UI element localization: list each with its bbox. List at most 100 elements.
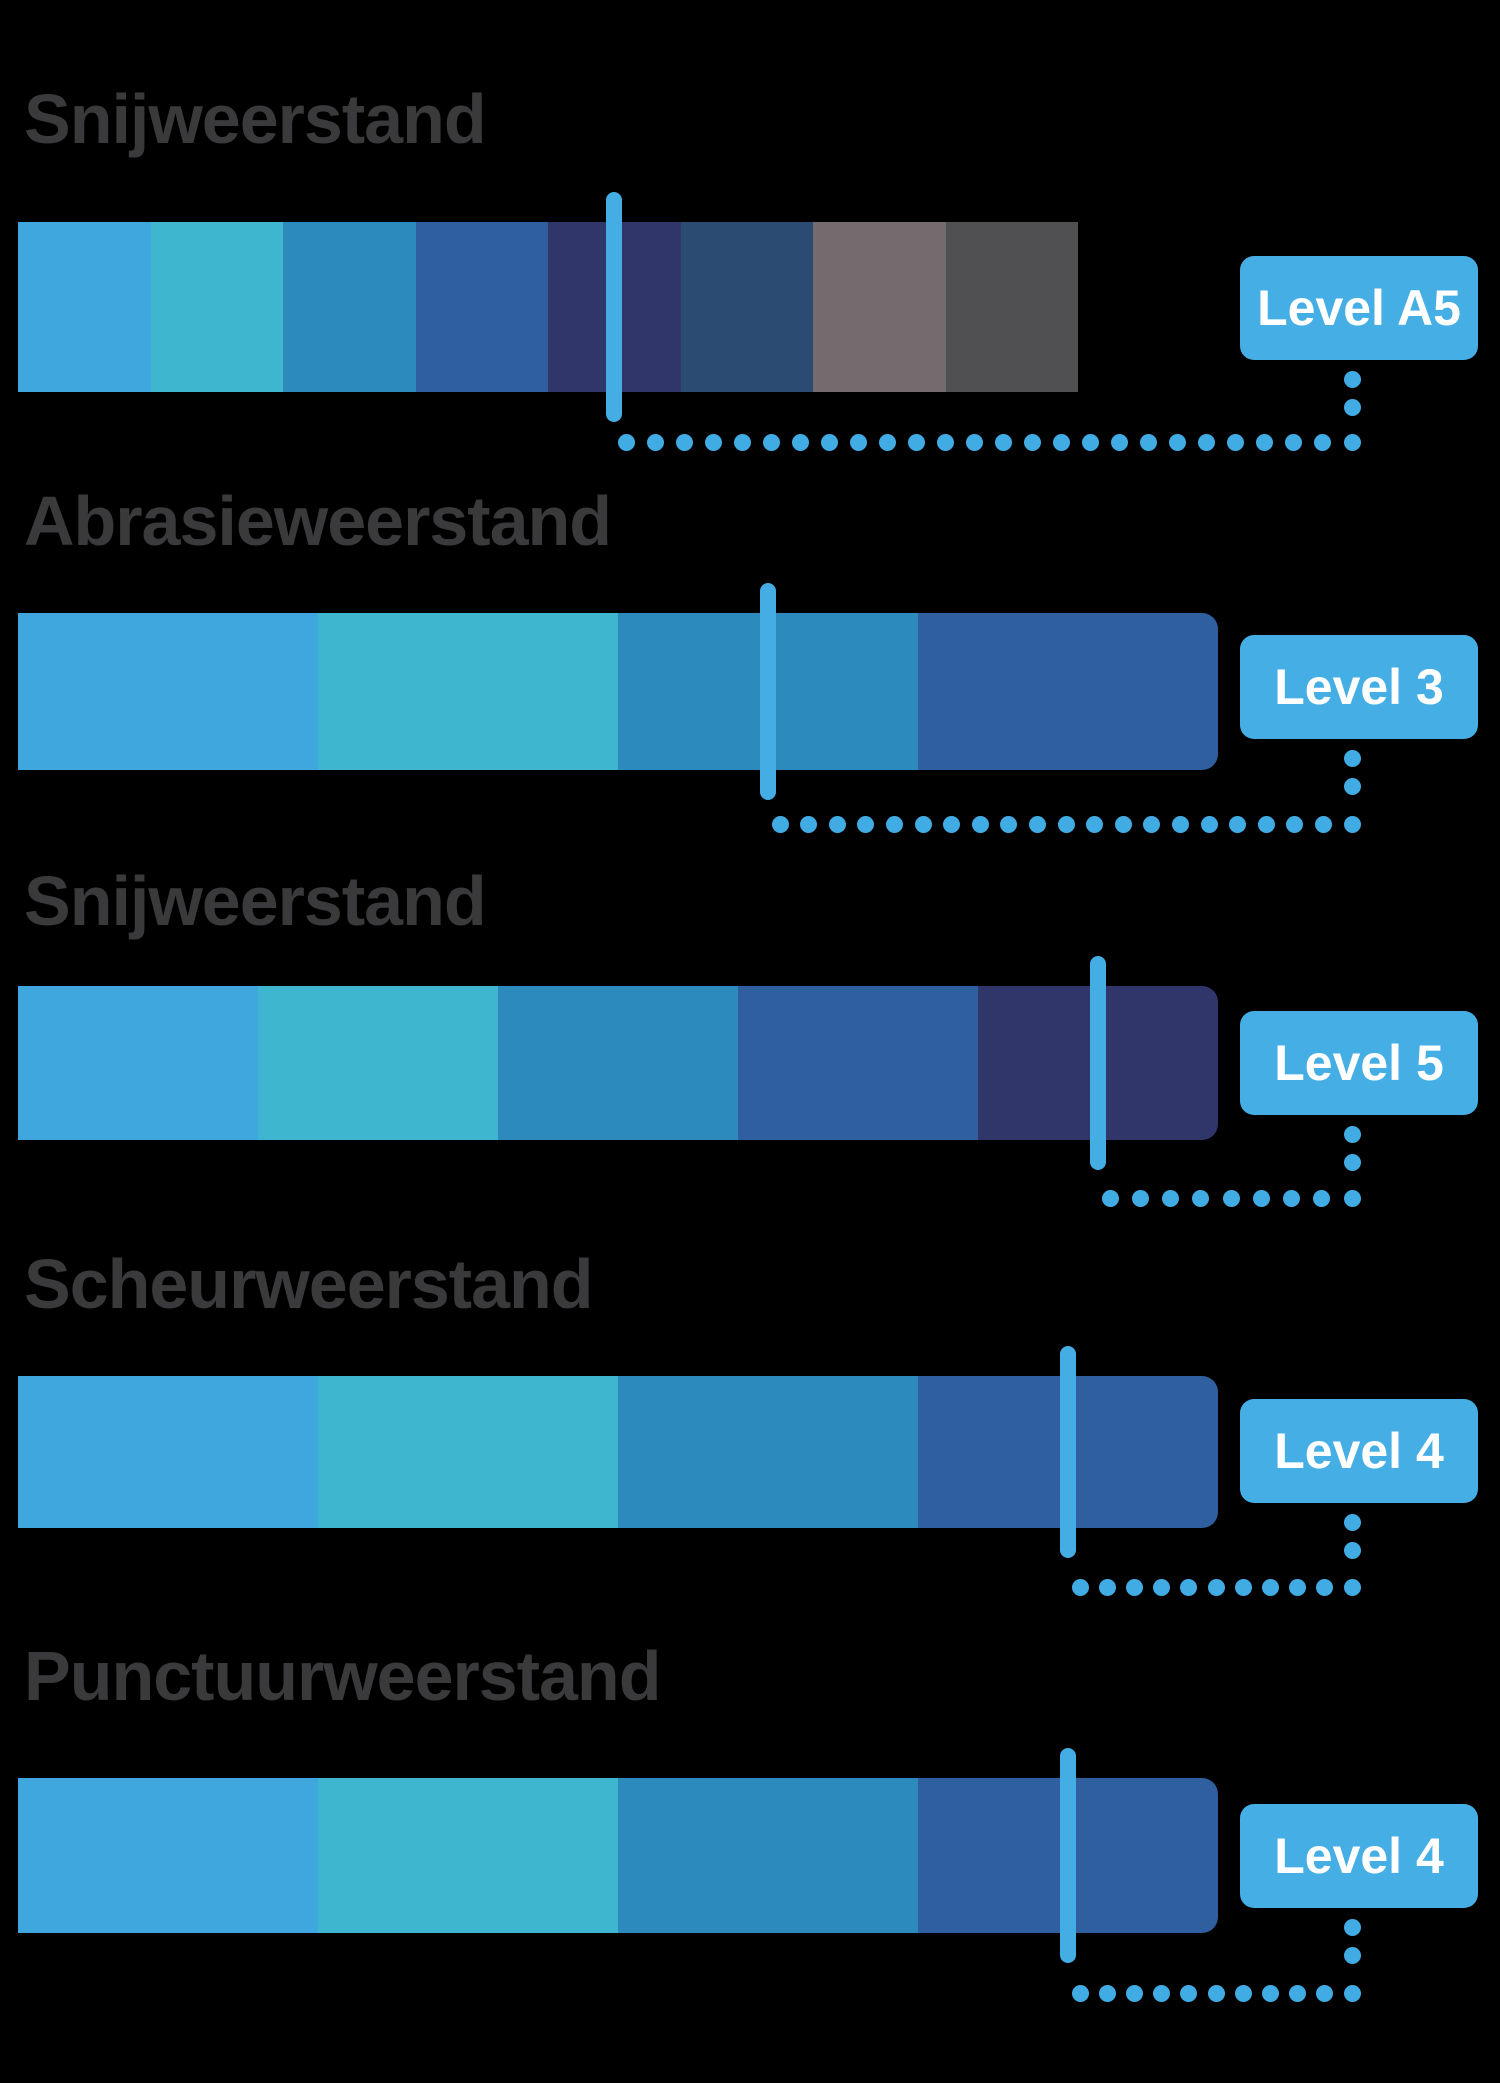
bar-segment	[918, 613, 1218, 770]
connector-dot	[1343, 777, 1361, 795]
connector-dot	[1343, 1513, 1361, 1531]
connector-dot	[1343, 1541, 1361, 1559]
connector-dot	[820, 433, 838, 451]
level-marker	[606, 192, 623, 422]
level-badge: Level 4	[1240, 1399, 1478, 1503]
connector-dot	[1207, 1984, 1225, 2002]
connector-dot	[1343, 1125, 1361, 1143]
row-title: Abrasieweerstand	[24, 482, 612, 560]
connector-dot	[1098, 1984, 1116, 2002]
connector-dot	[1180, 1984, 1198, 2002]
connector-dot	[1071, 1984, 1089, 2002]
bar-segment	[18, 986, 258, 1140]
connector-dot	[1180, 1578, 1198, 1596]
level-badge-label: Level 4	[1274, 1423, 1444, 1479]
connector-dot	[937, 433, 955, 451]
connector-dot	[849, 433, 867, 451]
bar-segment	[813, 222, 946, 392]
connector-dot	[1057, 815, 1075, 833]
bar-segment	[618, 1778, 918, 1933]
connector-dot	[995, 433, 1013, 451]
connector-dot	[1024, 433, 1042, 451]
connector-dot	[1316, 1578, 1334, 1596]
connector-dot	[1140, 433, 1158, 451]
connector-dot	[1171, 815, 1189, 833]
level-marker	[1060, 1346, 1076, 1558]
connector-dot	[1343, 1984, 1361, 2002]
connector-dot	[1286, 815, 1304, 833]
connector-dot	[1343, 433, 1361, 451]
connector-dot	[1131, 1189, 1149, 1207]
connector-dot	[1289, 1578, 1307, 1596]
connector-dot	[800, 815, 818, 833]
level-badge-label: Level 4	[1274, 1828, 1444, 1884]
connector-dot	[1227, 433, 1245, 451]
connector-dot	[1316, 1984, 1334, 2002]
level-marker	[760, 583, 776, 800]
bar-segment	[415, 222, 548, 392]
connector-dot	[857, 815, 875, 833]
connector-dot	[1343, 749, 1361, 767]
connector-dot	[885, 815, 903, 833]
row-title: Snijweerstand	[24, 80, 487, 158]
connector-dot	[1153, 1578, 1171, 1596]
connector-dot	[675, 433, 693, 451]
bar-segment	[318, 1778, 618, 1933]
connector-dot	[1343, 1578, 1361, 1596]
bar-segment	[18, 222, 151, 392]
level-marker	[1090, 956, 1106, 1170]
bar-segment	[283, 222, 416, 392]
connector-dot	[828, 815, 846, 833]
level-badge-label: Level 3	[1274, 659, 1444, 715]
connector-dot	[1343, 1918, 1361, 1936]
connector-dot	[1200, 815, 1218, 833]
connector-dot	[1114, 815, 1132, 833]
connector-dot	[1125, 1578, 1143, 1596]
level-bar	[18, 222, 1078, 392]
connector-dot	[1257, 815, 1275, 833]
connector-dot	[1101, 1189, 1119, 1207]
connector-dot	[914, 815, 932, 833]
connector-dot	[1143, 815, 1161, 833]
connector-dot	[971, 815, 989, 833]
level-badge: Level 4	[1240, 1804, 1478, 1908]
connector-dot	[733, 433, 751, 451]
bar-segment	[680, 222, 813, 392]
connector-dot	[1285, 433, 1303, 451]
row-title: Scheurweerstand	[24, 1245, 594, 1323]
connector-dot	[1256, 433, 1274, 451]
bar-segment	[18, 1376, 318, 1528]
connector-dot	[966, 433, 984, 451]
row-title: Punctuurweerstand	[24, 1637, 661, 1715]
bar-segment	[945, 222, 1078, 392]
row-title: Snijweerstand	[24, 862, 487, 940]
connector-dot	[791, 433, 809, 451]
connector-dot	[1162, 1189, 1179, 1207]
connector-dot	[1343, 815, 1361, 833]
bar-segment	[498, 986, 738, 1140]
connector-dot	[1252, 1189, 1270, 1207]
connector-dot	[1082, 433, 1100, 451]
connector-dot	[1086, 815, 1104, 833]
connector-dot	[1313, 1189, 1331, 1207]
connector-dot	[1343, 1946, 1361, 1964]
connector-dot	[1071, 1578, 1089, 1596]
level-badge-label: Level A5	[1257, 280, 1461, 336]
connector-dot	[908, 433, 926, 451]
level-badge-label: Level 5	[1274, 1035, 1444, 1091]
connector-dot	[1000, 815, 1018, 833]
connector-dot	[1053, 433, 1071, 451]
connector-dot	[704, 433, 722, 451]
connector-dot	[1343, 370, 1361, 388]
level-marker	[1060, 1748, 1076, 1963]
level-bar	[18, 1778, 1218, 1933]
level-badge: Level 5	[1240, 1011, 1478, 1115]
connector-dot	[1261, 1984, 1279, 2002]
bar-segment	[18, 613, 318, 770]
bar-segment	[150, 222, 283, 392]
connector-dot	[1229, 815, 1247, 833]
connector-dot	[1198, 433, 1216, 451]
connector-dot	[1261, 1578, 1279, 1596]
connector-dot	[1169, 433, 1187, 451]
